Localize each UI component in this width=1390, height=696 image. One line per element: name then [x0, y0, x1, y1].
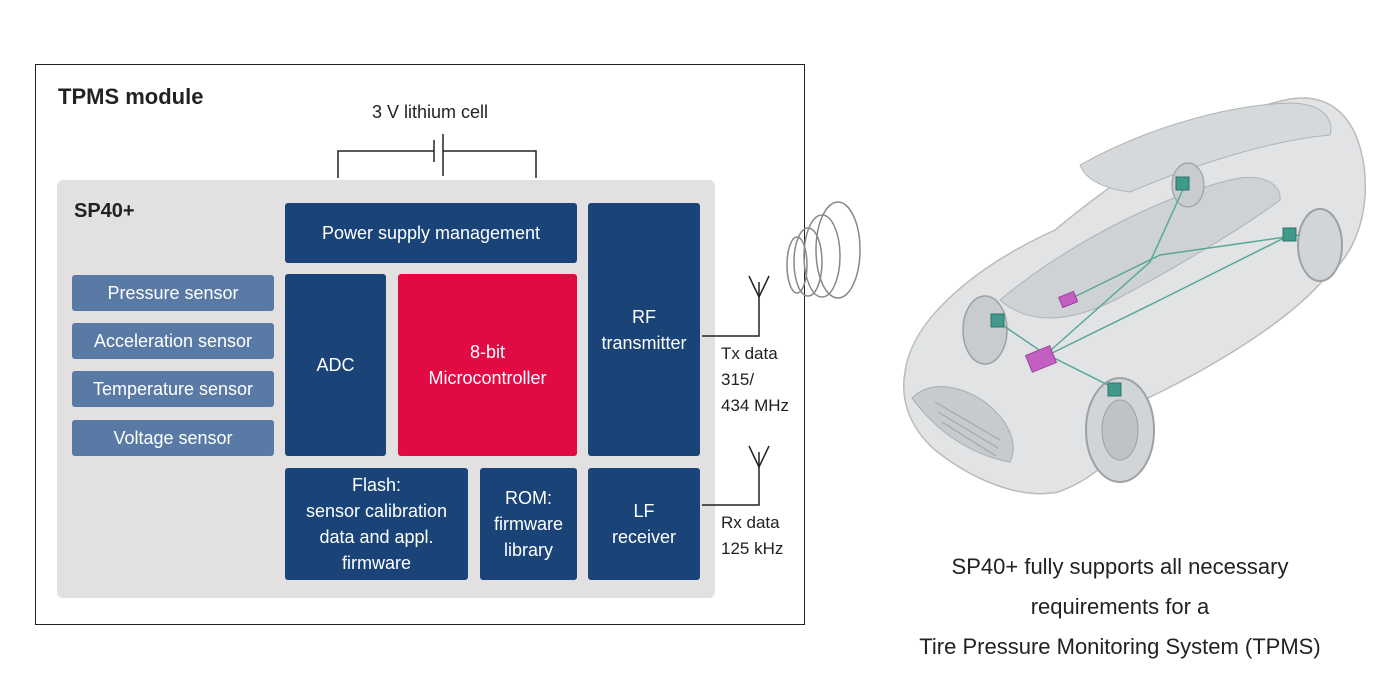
tpms-network-lines	[997, 184, 1301, 391]
rf-transmitter-block: RF transmitter	[588, 203, 700, 456]
temperature-sensor-block: Temperature sensor	[72, 371, 274, 407]
flash-block: Flash: sensor calibration data and appl.…	[285, 468, 468, 580]
tx-antenna-icon	[702, 275, 770, 337]
radio-waves-icon	[786, 201, 861, 299]
car-body	[903, 97, 1367, 495]
rx-data-label: Rx data 125 kHz	[721, 513, 784, 558]
pressure-sensor-block: Pressure sensor	[72, 275, 274, 311]
caption-text: SP40+ fully supports all necessary requi…	[919, 554, 1321, 659]
module-title: TPMS module	[58, 84, 204, 109]
chip-title: SP40+	[74, 200, 135, 222]
rx-antenna-icon	[702, 445, 770, 506]
rom-block: ROM: firmware library	[480, 468, 577, 580]
battery-symbol	[337, 134, 537, 178]
acceleration-sensor-block: Acceleration sensor	[72, 323, 274, 359]
battery-label: 3 V lithium cell	[372, 102, 489, 122]
microcontroller-block: 8-bit Microcontroller	[398, 274, 577, 456]
voltage-sensor-block: Voltage sensor	[72, 420, 274, 456]
lf-receiver-block: LF receiver	[588, 468, 700, 580]
tpms-module-frame	[35, 64, 805, 625]
wheel-sensor-icon	[990, 176, 1297, 397]
tpms-ecu-icon	[1024, 290, 1079, 373]
power-supply-block: Power supply management	[285, 203, 577, 263]
tx-data-label: Tx data 315/ 434 MHz	[721, 344, 790, 415]
adc-block: ADC	[285, 274, 386, 456]
